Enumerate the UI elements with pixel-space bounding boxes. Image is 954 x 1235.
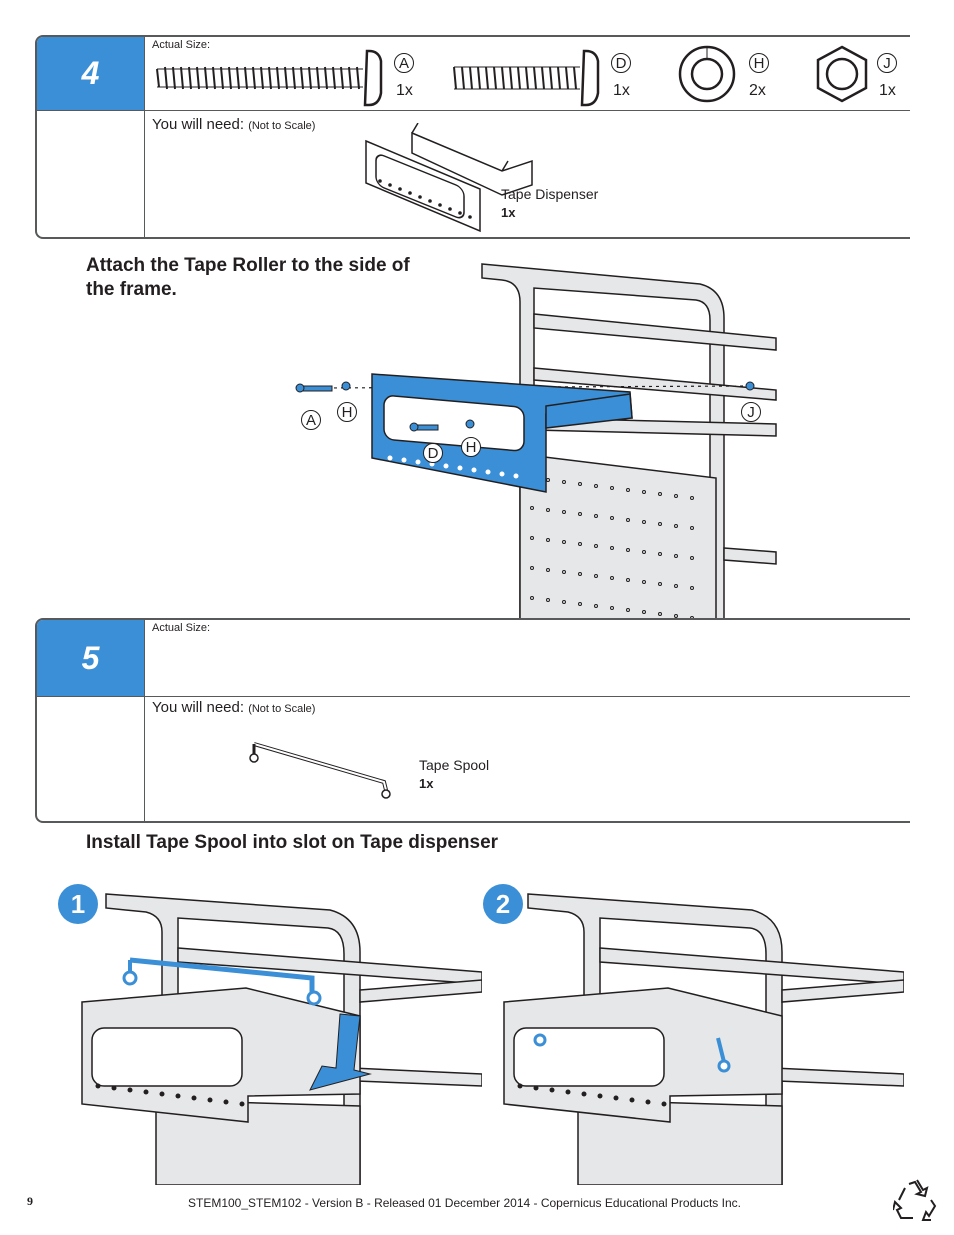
- footer-text: STEM100_STEM102 - Version B - Released 0…: [188, 1196, 741, 1210]
- sub-step-1-illustration: [81, 893, 482, 1185]
- you-will-need-text: You will need:: [152, 699, 245, 716]
- washer-h-icon: [678, 45, 736, 103]
- tape-spool-name: Tape Spool: [419, 757, 490, 773]
- you-will-need-label: You will need: (Not to Scale): [152, 116, 315, 133]
- nut-j-icon: [816, 45, 868, 103]
- part-a-callout: A: [394, 53, 414, 73]
- callout-j: J: [741, 402, 761, 422]
- screw-a-icon: [156, 49, 383, 107]
- sub-step-2-badge: 2: [483, 884, 523, 924]
- actual-size-label: Actual Size:: [152, 622, 211, 634]
- part-j-qty: 1x: [879, 82, 896, 99]
- divider: [144, 620, 145, 821]
- actual-size-label: Actual Size:: [152, 39, 211, 51]
- step-5-box: 5 Actual Size: You will need: (Not to Sc…: [35, 618, 910, 823]
- divider: [37, 696, 910, 697]
- instruction-4-line2: the frame.: [86, 279, 177, 300]
- page-number: 9: [27, 1194, 33, 1208]
- divider: [144, 37, 145, 237]
- you-will-need-text: You will need:: [152, 116, 245, 133]
- tape-dispenser-name: Tape Dispenser: [501, 186, 599, 202]
- step-5-number: 5: [37, 620, 144, 696]
- part-h-callout: H: [749, 53, 769, 73]
- instruction-5-heading: Install Tape Spool into slot on Tape dis…: [86, 832, 499, 853]
- not-to-scale-note: (Not to Scale): [248, 120, 316, 132]
- callout-d: D: [423, 443, 443, 463]
- tape-dispenser-label: Tape Dispenser 1x: [501, 185, 598, 222]
- divider: [37, 110, 910, 111]
- instruction-4-line1: Attach the Tape Roller to the side of: [86, 255, 410, 276]
- you-will-need-label: You will need: (Not to Scale): [152, 699, 315, 716]
- tape-dispenser-icon: [365, 123, 533, 233]
- tape-spool-qty: 1x: [419, 776, 434, 791]
- screw-d-icon: [453, 49, 600, 107]
- callout-h-2: H: [461, 437, 481, 457]
- sub-step-2-illustration: [503, 893, 904, 1185]
- part-h-qty: 2x: [749, 82, 766, 99]
- tape-spool-label: Tape Spool 1x: [419, 756, 489, 793]
- callout-h: H: [337, 402, 357, 422]
- tape-dispenser-qty: 1x: [501, 205, 516, 220]
- sub-step-1-badge: 1: [58, 884, 98, 924]
- part-a-qty: 1x: [396, 82, 413, 99]
- part-d-callout: D: [611, 53, 631, 73]
- part-d-qty: 1x: [613, 82, 630, 99]
- part-j-callout: J: [877, 53, 897, 73]
- tape-spool-icon: [249, 742, 391, 799]
- step-4-box: 4 Actual Size: A 1x D 1x H 2x J 1x You w…: [35, 35, 910, 239]
- instruction-4-heading: Attach the Tape Roller to the side of th…: [86, 254, 410, 302]
- callout-a: A: [301, 410, 321, 430]
- not-to-scale-note: (Not to Scale): [248, 703, 316, 715]
- step-4-number: 4: [37, 37, 144, 110]
- recycle-icon: [893, 1179, 937, 1221]
- frame-assembly-illustration: [295, 263, 777, 620]
